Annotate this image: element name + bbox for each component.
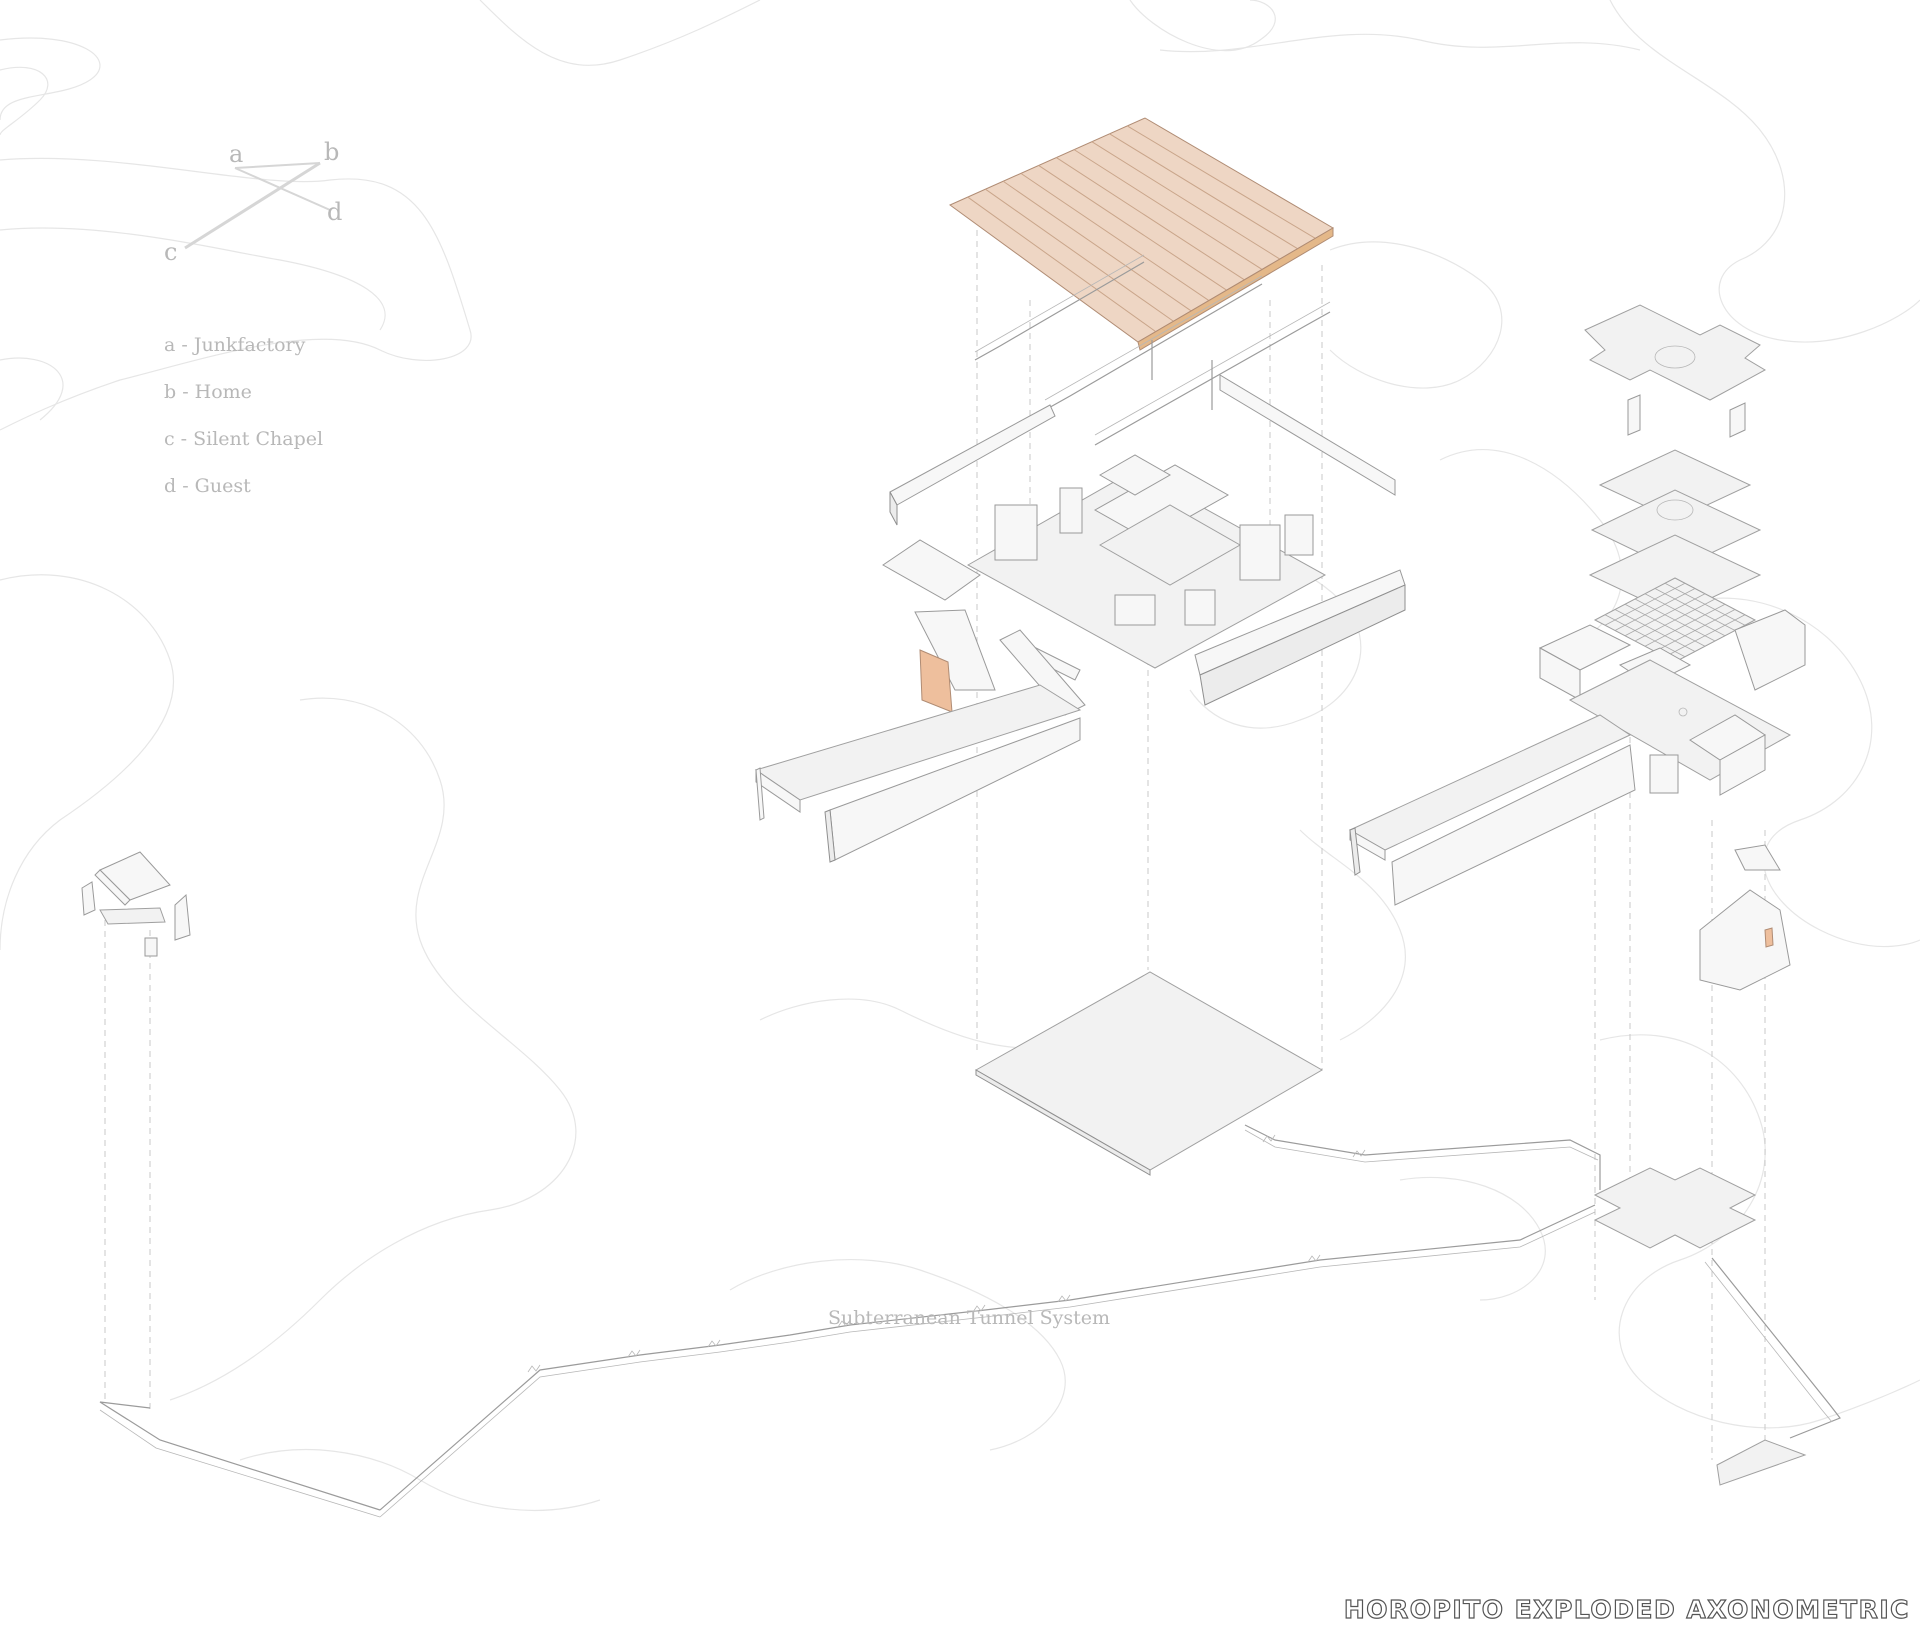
junkfactory-interior-floor [966,454,1327,669]
roof-ridge-line [1127,125,1316,239]
orientation-label-c: c [164,238,177,266]
grid-line [1644,603,1726,647]
home-wing [1348,714,1636,906]
tunnel-stair-notch [527,1364,541,1373]
tunnel-stair-notch [837,1319,851,1328]
junkfactory-ramp-wing [754,684,1082,863]
roof-ridge-line [1073,149,1263,270]
silent-chapel-assembly [81,851,191,1410]
sawtooth-roof [949,117,1334,351]
roof-ridge-line [985,188,1174,322]
legend-item-silent-chapel: c - Silent Chapel [164,428,323,450]
orientation-label-d: d [327,198,342,226]
tunnel-system [99,1124,1841,1518]
grid-line [1644,593,1726,637]
legend-item-guest: d - Guest [164,475,251,497]
tunnel-stair-notch [1262,1134,1276,1143]
grid-line [1664,614,1746,658]
drawing-title: HOROPITO EXPLODED AXONOMETRIC [1344,1595,1910,1624]
grid-line [1664,582,1746,626]
tunnel-stair-notch [1057,1294,1071,1303]
guest-accent-door [1764,927,1774,948]
roof-ridge-line [1002,180,1192,312]
topographic-contours [0,0,1920,1512]
grid-line [1654,609,1736,652]
grid-line [1634,598,1716,642]
home-base-cross [1593,1167,1757,1249]
home-rooms [1538,609,1806,796]
home-level-plates [1588,449,1762,663]
roof-ridge-line [1091,141,1281,260]
roof-ridge-line [1056,157,1245,281]
roof-ridge-line [1038,165,1227,291]
junkfactory-assembly [754,117,1406,1176]
roof-ridge-line [1020,172,1210,301]
orientation-label-b: b [324,138,339,166]
tunnel-stair-notch [707,1339,721,1348]
home-assembly [1348,304,1806,1460]
junkfactory-entry [882,539,1086,716]
home-roof-cross [1584,304,1767,438]
legend-item-junkfactory: a - Junkfactory [164,334,306,356]
tunnel-label: Subterranean Tunnel System [828,1307,1110,1329]
roof-ridge-line [1109,133,1298,250]
junkfactory-base-slab [974,971,1324,1176]
roof-ridge-line [967,196,1157,333]
orientation-label-a: a [229,140,243,168]
tunnel-stair-notch [627,1349,641,1358]
junkfactory-walls [889,374,1406,706]
guest-assembly [1699,844,1807,1486]
legend-item-home: b - Home [164,381,252,403]
tunnel-stair-notch [972,1304,986,1313]
grid-line [1654,588,1736,631]
clerestory-frames [974,254,1331,446]
orientation-key: a b c d [164,138,342,266]
legend: a - Junkfactory b - Home c - Silent Chap… [164,334,323,497]
tunnel-stair-notch [1307,1254,1321,1263]
tunnel-stair-notch [1352,1149,1366,1158]
